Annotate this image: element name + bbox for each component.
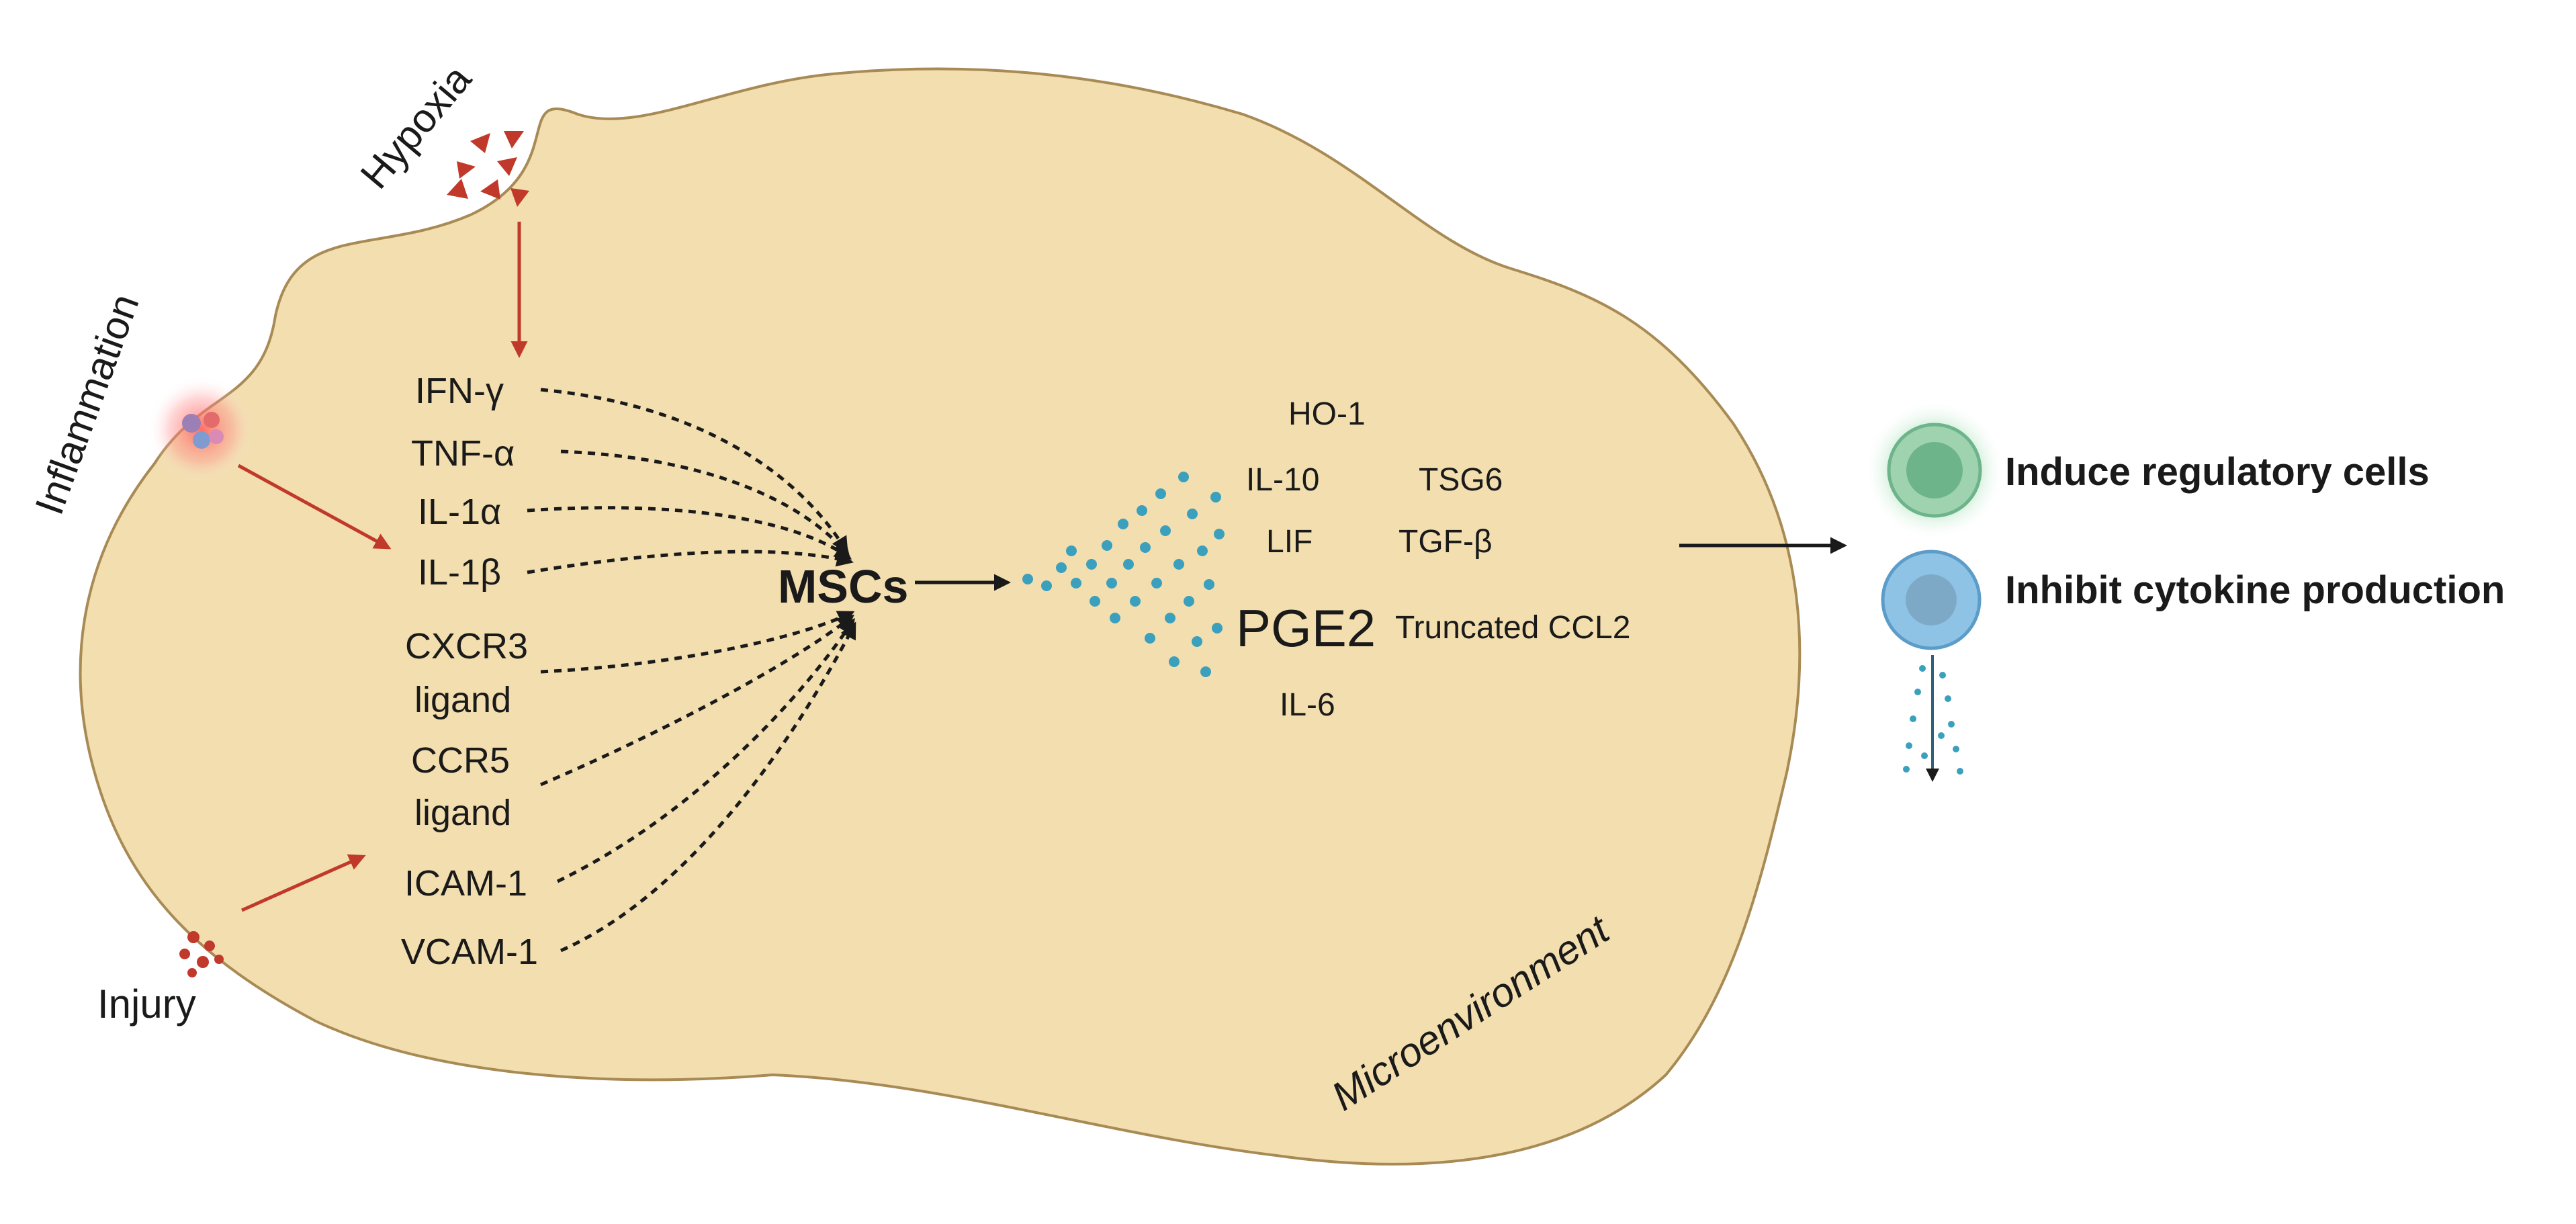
output-tgf-beta: TGF-β bbox=[1398, 524, 1493, 560]
dotted-arrows bbox=[527, 388, 856, 953]
input-ccr5: CCR5 bbox=[411, 740, 510, 781]
inhibited-cell-icon bbox=[1881, 550, 1982, 782]
regulatory-cell-icon bbox=[1864, 400, 2005, 541]
dotted-arrow-ccr5 bbox=[540, 614, 854, 787]
dotted-arrow-ifn-gamma bbox=[540, 388, 848, 554]
inflammation-cells-icon bbox=[148, 376, 255, 484]
input-ccr5-ligand: ligand bbox=[414, 793, 511, 833]
dotted-arrow-vcam1 bbox=[560, 621, 856, 953]
effect-induce-label: Induce regulatory cells bbox=[2005, 450, 2430, 494]
dotted-arrow-il1-alpha bbox=[527, 506, 852, 560]
input-icam1: ICAM-1 bbox=[404, 863, 527, 904]
output-tsg6: TSG6 bbox=[1419, 462, 1503, 498]
effect-inhibit-label: Inhibit cytokine production bbox=[2005, 568, 2505, 612]
output-pge2: PGE2 bbox=[1236, 599, 1376, 658]
input-tnf-alpha: TNF-α bbox=[411, 433, 515, 474]
input-cxcr3-ligand: ligand bbox=[414, 680, 511, 720]
injury-icon bbox=[179, 931, 224, 977]
input-ifn-gamma: IFN-γ bbox=[415, 371, 504, 411]
input-il1-beta: IL-1β bbox=[418, 552, 501, 593]
output-ho1: HO-1 bbox=[1288, 396, 1366, 432]
inflammation-arrow bbox=[237, 464, 392, 550]
input-vcam1: VCAM-1 bbox=[401, 932, 538, 972]
dotted-arrow-cxcr3 bbox=[540, 611, 855, 674]
hypoxia-icon bbox=[447, 131, 529, 207]
dotted-arrow-tnf-alpha bbox=[560, 449, 850, 557]
secretion-dots bbox=[1022, 472, 1225, 677]
input-cxcr3: CXCR3 bbox=[405, 626, 528, 666]
dotted-arrow-il1-beta bbox=[527, 550, 854, 574]
output-lif: LIF bbox=[1266, 524, 1313, 560]
input-il1-alpha: IL-1α bbox=[418, 492, 501, 532]
output-truncated-ccl2: Truncated CCL2 bbox=[1395, 610, 1630, 646]
msc-label: MSCs bbox=[778, 560, 908, 613]
output-il6: IL-6 bbox=[1280, 687, 1335, 723]
injury-label: Injury bbox=[97, 981, 196, 1026]
output-il10: IL-10 bbox=[1246, 462, 1319, 498]
injury-arrow bbox=[240, 854, 366, 912]
inflammation-label: Inflammation bbox=[26, 288, 147, 521]
